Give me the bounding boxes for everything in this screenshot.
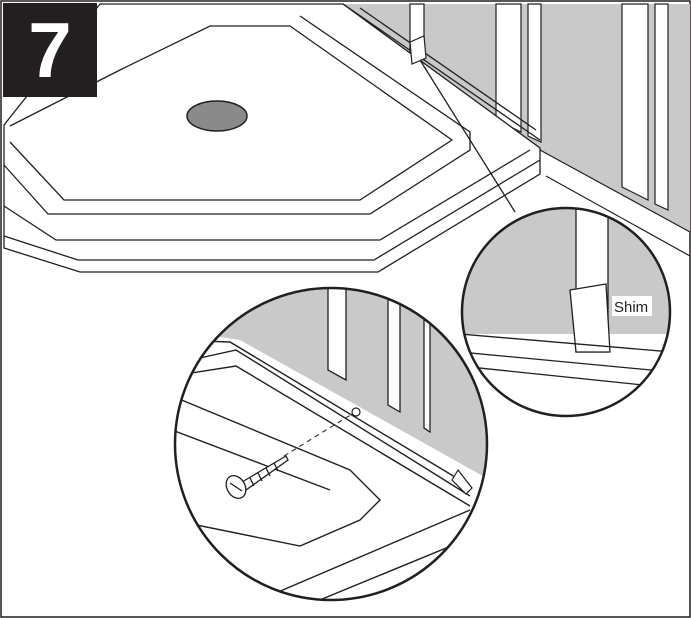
step-number-badge: 7 (3, 3, 97, 97)
wall-studs (409, 3, 669, 211)
back-wall (343, 3, 691, 257)
screw-hole-icon (351, 407, 361, 417)
drain-icon (186, 100, 248, 132)
screw-detail-callout (173, 286, 489, 602)
callout-leader (419, 59, 516, 213)
shim-icon (409, 35, 427, 65)
shower-base (3, 3, 541, 273)
shim-detail-callout: Shim (460, 206, 672, 418)
screw-icon (225, 455, 289, 499)
shim-label: Shim (614, 299, 648, 316)
screw-path-dashed (283, 413, 353, 457)
